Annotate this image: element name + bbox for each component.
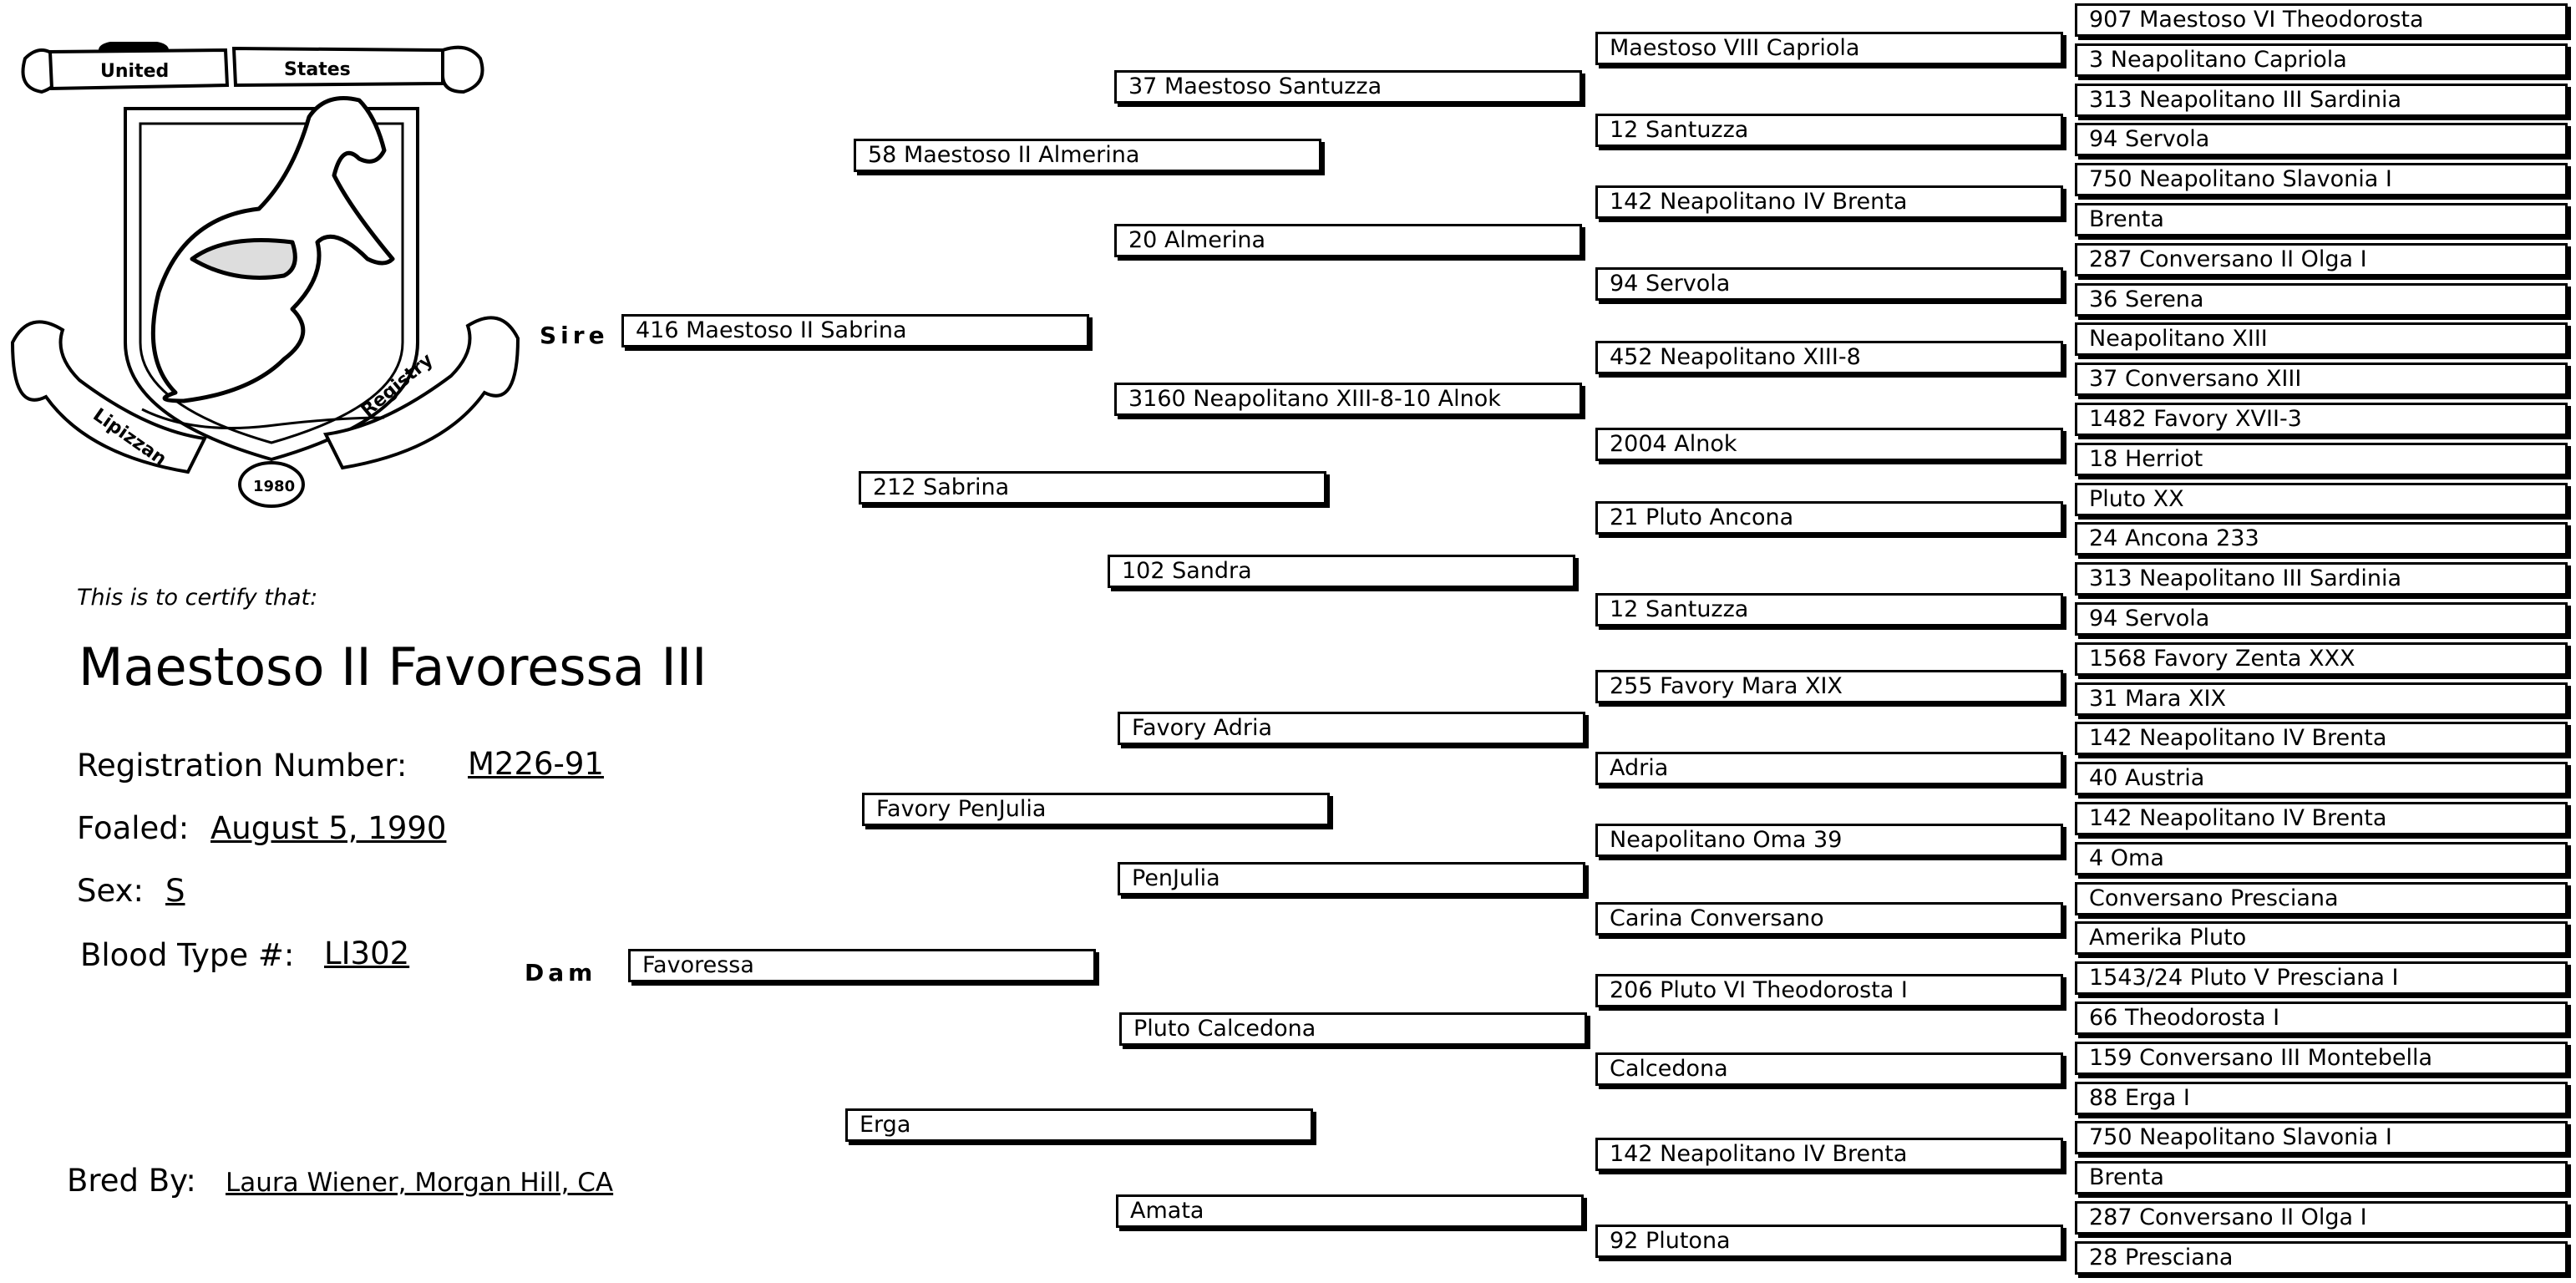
pedigree-gen2-entry: 58 Maestoso II Almerina — [854, 139, 1321, 172]
lipizzan-registry-logo: United States Lipizzan Registry 1980 — [10, 42, 520, 508]
pedigree-gen3-entry: Pluto Calcedona — [1119, 1012, 1587, 1046]
pedigree-gen5-entry: Amerika Pluto — [2075, 921, 2568, 955]
sex-label: Sex: — [77, 873, 144, 909]
pedigree-gen4-entry: 94 Servola — [1595, 267, 2063, 301]
certify-intro: This is to certify that: — [77, 585, 318, 611]
dam-label: Dam — [525, 959, 597, 986]
pedigree-gen4-entry: 206 Pluto VI Theodorosta I — [1595, 974, 2063, 1007]
pedigree-gen4-entry: 21 Pluto Ancona — [1595, 501, 2063, 535]
pedigree-gen5-entry: 1543/24 Pluto V Presciana I — [2075, 961, 2568, 995]
pedigree-gen5-entry: 1482 Favory XVII-3 — [2075, 403, 2568, 436]
pedigree-gen3-entry: PenJulia — [1118, 862, 1585, 895]
pedigree-gen4-entry: Maestoso VIII Capriola — [1595, 32, 2063, 65]
pedigree-gen5-entry: 142 Neapolitano IV Brenta — [2075, 722, 2568, 755]
registration-number-value: M226-91 — [468, 746, 604, 782]
sex-value: S — [165, 873, 185, 909]
pedigree-gen4-entry: Calcedona — [1595, 1052, 2063, 1086]
pedigree-gen5-entry: 94 Servola — [2075, 602, 2568, 636]
pedigree-gen4-entry: 12 Santuzza — [1595, 593, 2063, 626]
pedigree-gen5-entry: 94 Servola — [2075, 123, 2568, 156]
pedigree-gen4-entry: Adria — [1595, 752, 2063, 785]
pedigree-gen4-entry: 255 Favory Mara XIX — [1595, 670, 2063, 703]
pedigree-gen3-entry: Amata — [1116, 1194, 1584, 1228]
pedigree-gen4-entry: 142 Neapolitano IV Brenta — [1595, 185, 2063, 219]
pedigree-gen5-entry: 40 Austria — [2075, 762, 2568, 795]
pedigree-gen5-entry: Brenta — [2075, 203, 2568, 236]
pedigree-gen5-entry: Conversano Presciana — [2075, 882, 2568, 915]
pedigree-gen5-entry: Pluto XX — [2075, 483, 2568, 516]
pedigree-gen5-entry: Neapolitano XIII — [2075, 322, 2568, 356]
pedigree-gen5-entry: 907 Maestoso VI Theodorosta — [2075, 3, 2568, 37]
bred-by-value: Laura Wiener, Morgan Hill, CA — [226, 1168, 614, 1198]
pedigree-gen5-entry: 66 Theodorosta I — [2075, 1002, 2568, 1035]
pedigree-gen2-entry: 212 Sabrina — [859, 471, 1326, 505]
logo-banner-right: States — [284, 59, 351, 80]
pedigree-gen5-entry: 750 Neapolitano Slavonia I — [2075, 1121, 2568, 1154]
blood-type-value: LI302 — [324, 936, 410, 971]
pedigree-sire: 416 Maestoso II Sabrina — [621, 314, 1089, 347]
pedigree-gen4-entry: 142 Neapolitano IV Brenta — [1595, 1138, 2063, 1171]
pedigree-gen4-entry: 2004 Alnok — [1595, 428, 2063, 461]
logo-year: 1980 — [253, 478, 295, 495]
pedigree-gen5-entry: 313 Neapolitano III Sardinia — [2075, 562, 2568, 596]
logo-banner-left: United — [100, 61, 169, 82]
foaled-label: Foaled: — [77, 810, 190, 846]
pedigree-gen5-entry: 24 Ancona 233 — [2075, 522, 2568, 555]
pedigree-gen5-entry: Brenta — [2075, 1161, 2568, 1194]
pedigree-gen5-entry: 37 Conversano XIII — [2075, 363, 2568, 396]
pedigree-gen5-entry: 4 Oma — [2075, 842, 2568, 875]
pedigree-gen4-entry: Carina Conversano — [1595, 902, 2063, 936]
pedigree-gen4-entry: 12 Santuzza — [1595, 114, 2063, 147]
pedigree-gen5-entry: 313 Neapolitano III Sardinia — [2075, 84, 2568, 117]
pedigree-gen3-entry: Favory Adria — [1118, 712, 1585, 745]
blood-type-label: Blood Type #: — [80, 937, 295, 973]
foaled-date: August 5, 1990 — [210, 810, 447, 846]
horse-name-title: Maestoso II Favoressa III — [79, 636, 707, 697]
pedigree-gen2-entry: Favory PenJulia — [862, 793, 1330, 826]
pedigree-dam: Favoressa — [628, 949, 1096, 982]
pedigree-gen3-entry: 37 Maestoso Santuzza — [1114, 70, 1582, 104]
pedigree-gen5-entry: 287 Conversano II Olga I — [2075, 243, 2568, 276]
registration-number-label: Registration Number: — [77, 748, 408, 783]
pedigree-gen3-entry: 102 Sandra — [1108, 555, 1575, 588]
pedigree-gen5-entry: 3 Neapolitano Capriola — [2075, 43, 2568, 77]
pedigree-gen3-entry: 20 Almerina — [1114, 224, 1582, 257]
pedigree-gen4-entry: Neapolitano Oma 39 — [1595, 824, 2063, 857]
bred-by-label: Bred By: — [67, 1163, 196, 1199]
pedigree-gen4-entry: 92 Plutona — [1595, 1225, 2063, 1258]
pedigree-gen5-entry: 159 Conversano III Montebella — [2075, 1042, 2568, 1075]
pedigree-gen5-entry: 31 Mara XIX — [2075, 682, 2568, 716]
pedigree-gen5-entry: 1568 Favory Zenta XXX — [2075, 642, 2568, 676]
pedigree-gen5-entry: 88 Erga I — [2075, 1082, 2568, 1115]
pedigree-gen4-entry: 452 Neapolitano XIII-8 — [1595, 341, 2063, 374]
sire-label: Sire — [540, 322, 609, 349]
pedigree-gen5-entry: 28 Presciana — [2075, 1241, 2568, 1275]
pedigree-gen5-entry: 750 Neapolitano Slavonia I — [2075, 163, 2568, 196]
pedigree-gen5-entry: 287 Conversano II Olga I — [2075, 1201, 2568, 1235]
pedigree-gen2-entry: Erga — [845, 1108, 1313, 1142]
pedigree-gen5-entry: 36 Serena — [2075, 283, 2568, 317]
pedigree-gen3-entry: 3160 Neapolitano XIII-8-10 Alnok — [1114, 383, 1582, 416]
pedigree-gen5-entry: 18 Herriot — [2075, 443, 2568, 476]
pedigree-gen5-entry: 142 Neapolitano IV Brenta — [2075, 802, 2568, 835]
